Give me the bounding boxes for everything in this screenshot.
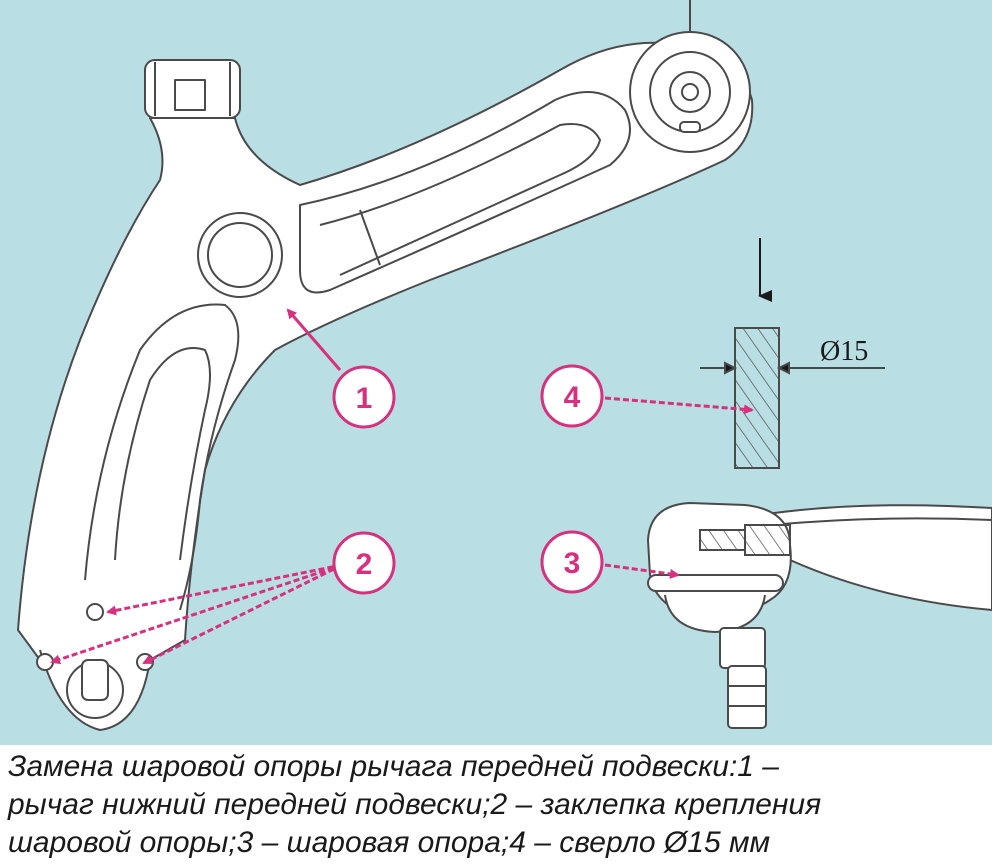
ball-joint-assembly: [646, 501, 992, 729]
callout-4-label: 4: [564, 381, 581, 414]
callout-arrows: [50, 308, 754, 665]
callout-3: 3: [540, 530, 604, 594]
suspension-diagram: Ø15 1: [0, 0, 992, 745]
caption-line-1: Замена шаровой опоры рычага передней под…: [8, 750, 779, 783]
callout-2-label: 2: [356, 548, 373, 581]
figure-caption: Замена шаровой опоры рычага передней под…: [8, 748, 984, 862]
caption-line-2: рычаг нижний передней подвески;2 – закле…: [8, 788, 822, 821]
callout-2: 2: [332, 531, 396, 595]
callout-3-label: 3: [564, 547, 581, 580]
lower-control-arm: [17, 0, 754, 731]
drill-diameter-label: Ø15: [820, 336, 868, 367]
caption-line-3: шаровой опоры;3 – шаровая опора;4 – свер…: [8, 826, 771, 859]
drill-bit: [700, 238, 885, 469]
callout-1-label: 1: [356, 382, 373, 415]
callout-1: 1: [332, 365, 396, 429]
callout-4: 4: [540, 364, 604, 428]
